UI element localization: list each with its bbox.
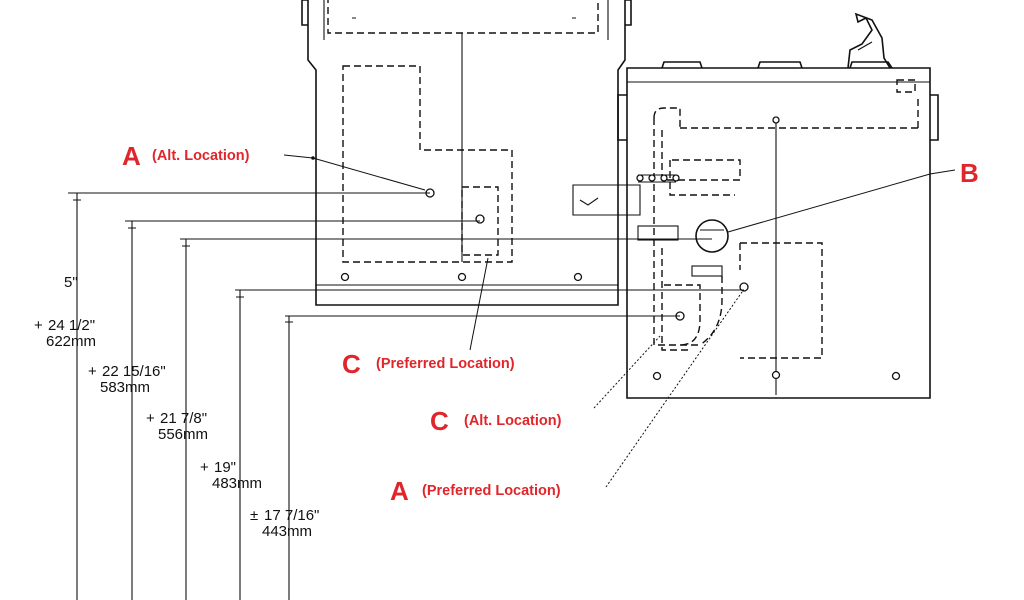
dim-4-mm: 483mm	[212, 475, 262, 492]
svg-text:+: +	[88, 363, 97, 380]
dim-5-inch: 17 7/16"	[264, 507, 319, 524]
dim-5-mm: 443mm	[262, 523, 312, 540]
right-unit	[572, 12, 939, 399]
dim-1-inch: 24 1/2"	[48, 317, 95, 334]
callout-a-alt-note: (Alt. Location)	[152, 148, 250, 164]
dim-2-mm: 583mm	[100, 379, 150, 396]
svg-text:+: +	[146, 410, 155, 427]
callout-a-preferred-note: (Preferred Location)	[422, 483, 561, 499]
callout-b: B	[727, 158, 979, 233]
bubbler-icon	[847, 12, 891, 69]
top-dim-fragment: 5"	[64, 274, 78, 291]
callout-a-alt: A (Alt. Location)	[122, 141, 426, 191]
reference-lines	[68, 192, 744, 317]
dim-4-inch: 19"	[214, 459, 236, 476]
left-unit	[301, 0, 632, 306]
callouts: A (Alt. Location) B C (Preferred Locatio…	[122, 141, 979, 506]
callout-c-alt-letter: C	[430, 406, 449, 436]
dim-2-inch: 22 15/16"	[102, 363, 166, 380]
callout-c-preferred: C (Preferred Location)	[342, 257, 515, 379]
callout-c-preferred-note: (Preferred Location)	[376, 356, 515, 372]
dim-3-inch: 21 7/8"	[160, 410, 207, 427]
svg-text:±: ±	[250, 507, 258, 524]
dimension-labels: 5" + 24 1/2" 622mm + 22 15/16" 583mm + 2…	[34, 274, 319, 540]
svg-text:+: +	[200, 459, 209, 476]
callout-c-alt-note: (Alt. Location)	[464, 413, 562, 429]
callout-a-preferred: A (Preferred Location)	[390, 291, 743, 506]
callout-c-preferred-letter: C	[342, 349, 361, 379]
callout-b-letter: B	[960, 158, 979, 188]
callout-a-alt-letter: A	[122, 141, 141, 171]
callout-c-alt: C (Alt. Location)	[430, 335, 661, 436]
dim-1-mm: 622mm	[46, 333, 96, 350]
dim-3-mm: 556mm	[158, 426, 208, 443]
dimension-lines	[73, 193, 293, 600]
callout-a-preferred-letter: A	[390, 476, 409, 506]
svg-text:+: +	[34, 317, 43, 334]
